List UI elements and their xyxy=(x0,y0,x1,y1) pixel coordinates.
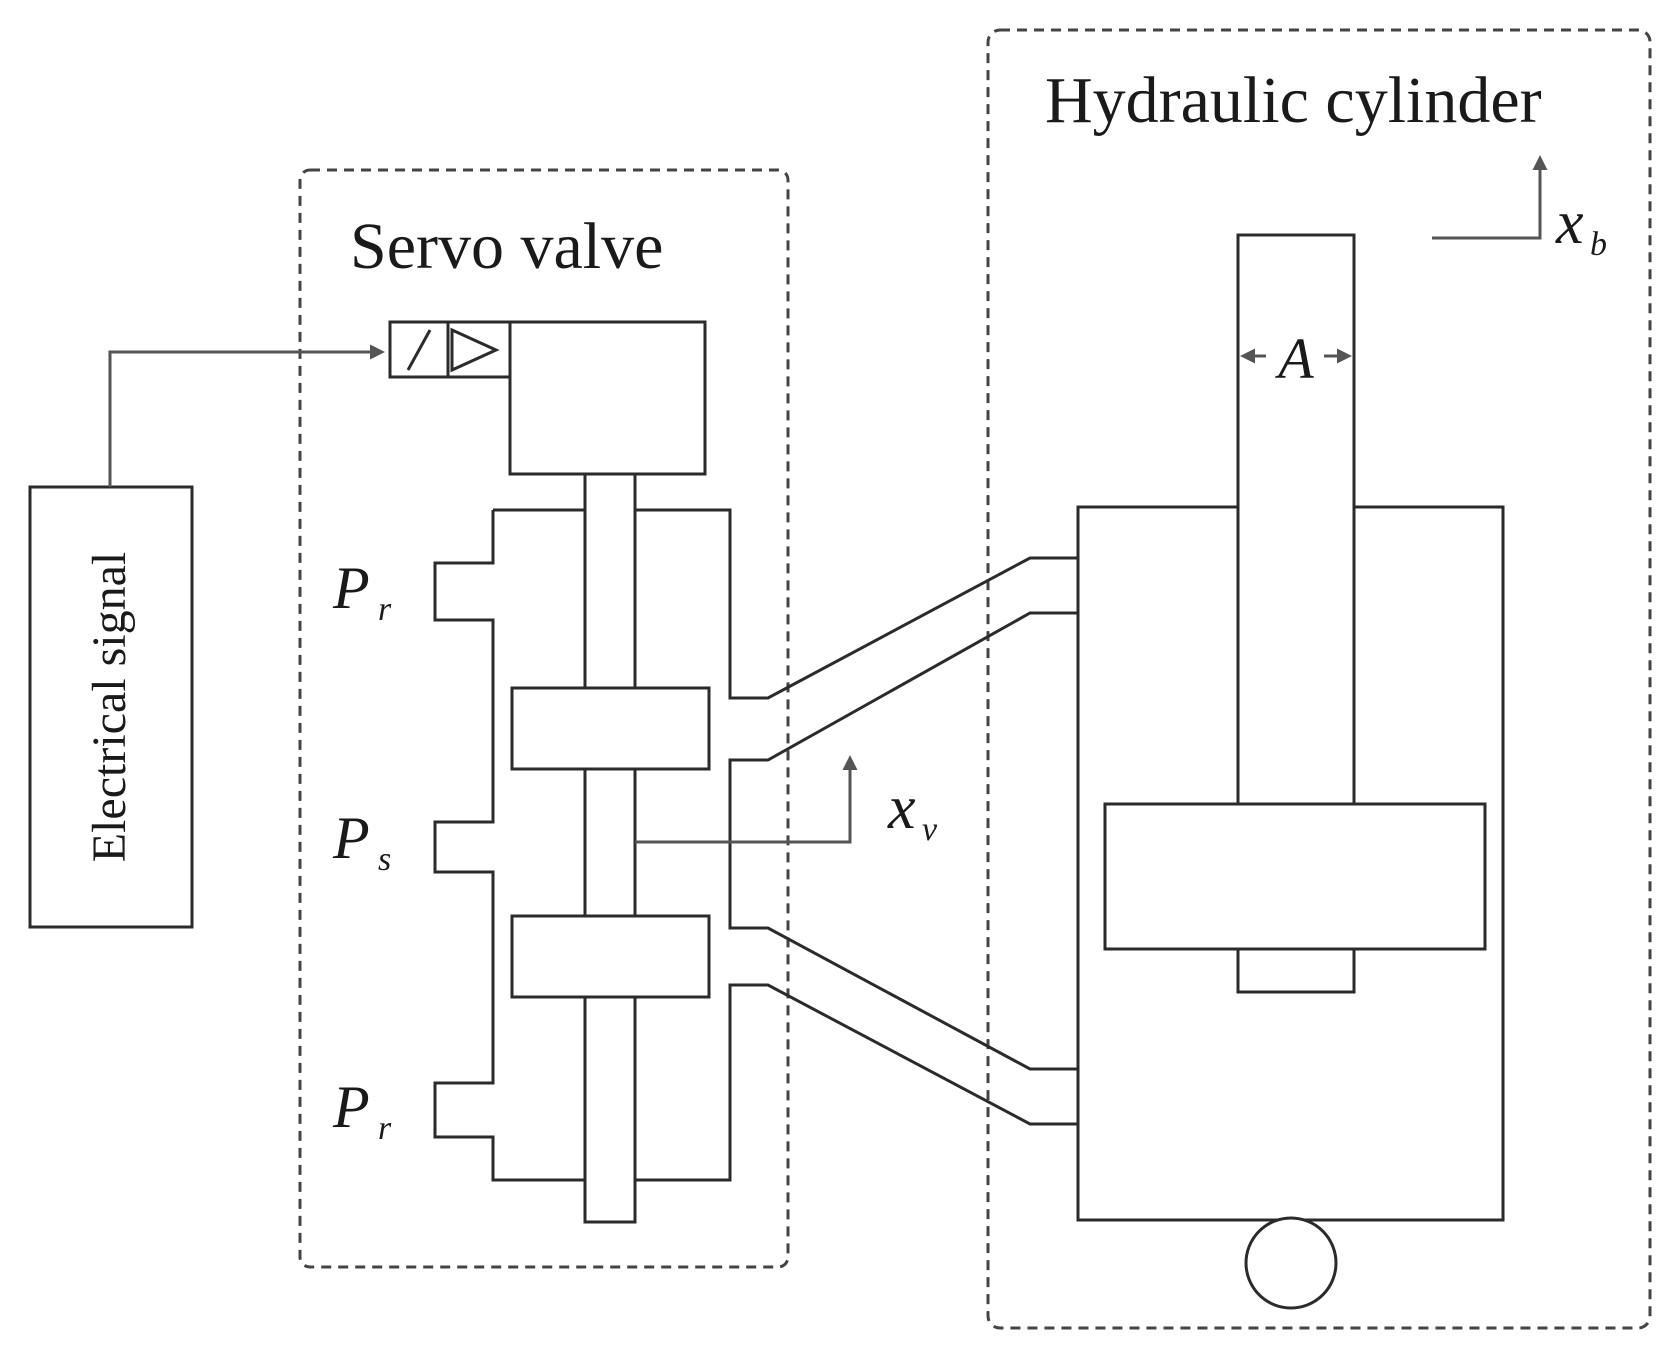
piston-rod-tail xyxy=(1236,947,1356,994)
port-label-return-top: P r xyxy=(332,555,392,628)
electrical-signal-label: Electrical signal xyxy=(83,552,136,863)
spool-displacement-label: x v xyxy=(887,774,938,848)
area-label: A xyxy=(1274,326,1314,391)
electrical-signal-block: Electrical signal xyxy=(28,485,194,929)
piston-head xyxy=(1103,802,1487,951)
servo-valve-region xyxy=(298,168,790,1269)
hydraulic-lines-upper xyxy=(730,556,1078,762)
svg-text:b: b xyxy=(1590,226,1607,263)
svg-text:r: r xyxy=(378,591,392,628)
port-label-supply: P s xyxy=(332,805,391,878)
servo-valve-title: Servo valve xyxy=(350,210,663,283)
torque-motor xyxy=(388,320,707,476)
svg-text:x: x xyxy=(1555,189,1584,257)
svg-text:s: s xyxy=(378,841,391,878)
hydraulic-cylinder-region xyxy=(986,28,1652,1330)
svg-text:P: P xyxy=(332,805,370,871)
port-label-return-bottom: P r xyxy=(332,1074,392,1147)
spool-displacement-arrow xyxy=(635,755,858,844)
svg-text:P: P xyxy=(332,555,370,621)
torque-motor-housing xyxy=(508,320,707,476)
svg-text:P: P xyxy=(332,1074,370,1140)
svg-text:r: r xyxy=(378,1110,392,1147)
cylinder-displacement-label: x b xyxy=(1555,189,1607,263)
cylinder-mount-wheel xyxy=(1244,1216,1338,1310)
hydraulic-lines-lower xyxy=(730,926,1078,1126)
valve-body-outline xyxy=(433,508,768,1182)
cylinder-displacement-arrow xyxy=(1432,155,1548,240)
svg-text:v: v xyxy=(922,811,938,848)
svg-text:x: x xyxy=(887,774,916,842)
amplifier-slash xyxy=(406,329,432,371)
spool-land-lower xyxy=(510,914,711,999)
signal-wire xyxy=(108,344,385,487)
spool-land-upper xyxy=(510,686,711,771)
amplifier-triangle-icon xyxy=(450,327,500,373)
spool-rod xyxy=(583,472,637,1224)
hydraulic-cylinder-title: Hydraulic cylinder xyxy=(1045,64,1542,137)
